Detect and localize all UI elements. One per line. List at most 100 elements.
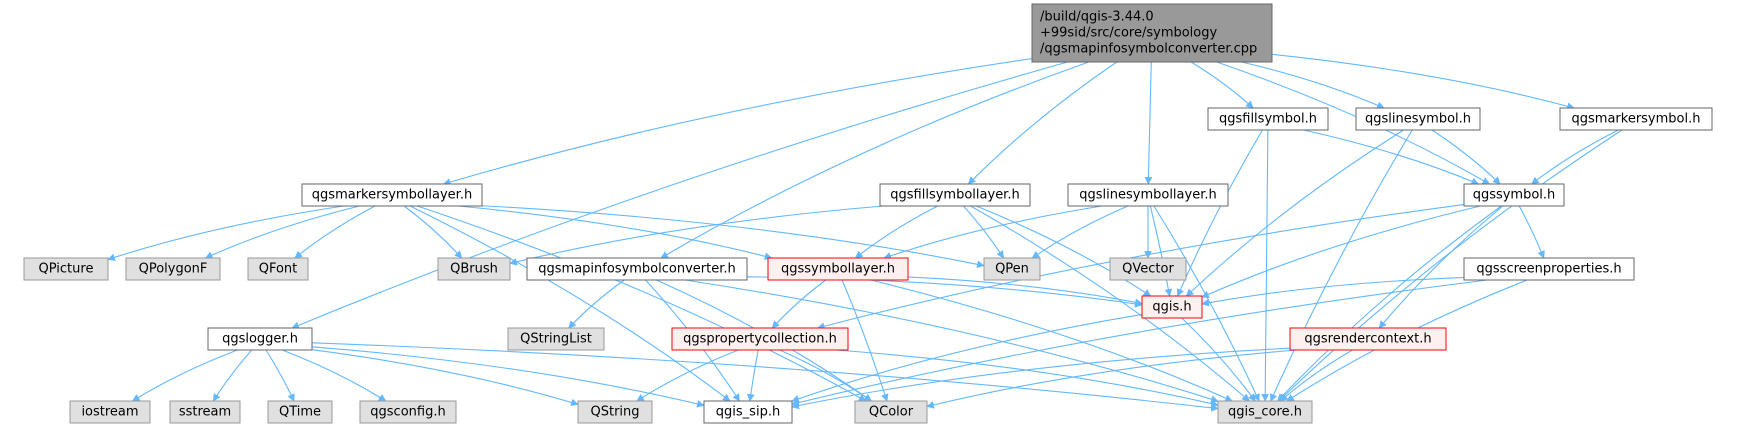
node-box xyxy=(767,257,909,281)
node-qgslinesymbol[interactable]: qgslinesymbol.h xyxy=(1355,107,1481,131)
edge-qgsrendercontext-to-QColor xyxy=(926,349,1297,409)
edge-path xyxy=(1303,129,1480,185)
edge-path xyxy=(509,205,884,266)
node-label: QBrush xyxy=(450,262,498,277)
edge-path xyxy=(791,313,1143,403)
node-qgsmapinfosymbolconverter[interactable]: qgsmapinfosymbolconverter.h xyxy=(526,257,748,281)
node-box xyxy=(301,183,483,207)
edge-qgsmapinfosymbolconverter-to-qgis_core xyxy=(685,279,1219,403)
edge-path xyxy=(212,349,253,402)
edge-path xyxy=(685,279,1219,403)
edge-qgsmarkersymbollayer-to-qgis_sip xyxy=(409,205,731,402)
node-label: qgslinesymbol.h xyxy=(1365,112,1471,127)
node-label-line: /build/qgis-3.44.0 xyxy=(1040,10,1154,25)
edge-qgslogger-to-iostream xyxy=(131,349,238,402)
node-qgis_core: qgis_core.h xyxy=(1217,400,1313,424)
node-box xyxy=(507,327,605,351)
edge-path xyxy=(442,58,1033,186)
node-qgis_sip[interactable]: qgis_sip.h xyxy=(703,400,793,424)
edge-qgsmapinfosymbolconverter-to-QStringList xyxy=(568,279,625,329)
node-QStringList: QStringList xyxy=(507,327,605,351)
edge-path xyxy=(1031,205,1128,259)
node-box xyxy=(1217,400,1313,424)
edge-path xyxy=(907,276,1143,307)
node-label: qgsscreenproperties.h xyxy=(1476,262,1621,277)
edge-qgsfillsymbollayer-to-QPen xyxy=(963,205,1004,259)
node-box xyxy=(437,257,511,281)
edge-path xyxy=(1278,129,1623,402)
edge-path xyxy=(870,279,1233,402)
node-box xyxy=(983,257,1041,281)
edge-path xyxy=(1277,205,1502,402)
edge-qgssymbollayer-to-qgis xyxy=(907,276,1143,307)
edge-path xyxy=(976,205,1152,297)
edge-path xyxy=(841,279,889,402)
node-qgslinesymbollayer[interactable]: qgslinesymbollayer.h xyxy=(1067,183,1229,207)
edge-qgslinesymbollayer-to-qgssymbollayer xyxy=(883,205,1103,260)
edge-qgssymbollayer-to-QColor xyxy=(841,279,889,402)
node-box xyxy=(1109,257,1187,281)
edge-layer xyxy=(107,53,1623,412)
node-qgssymbol[interactable]: qgssymbol.h xyxy=(1463,183,1565,207)
node-qgsmarkersymbollayer[interactable]: qgsmarkersymbollayer.h xyxy=(301,183,483,207)
node-QPolygonF: QPolygonF xyxy=(125,257,221,281)
edge-qgsfillsymbol-to-qgssymbol xyxy=(1303,129,1480,185)
node-qgsfillsymbol[interactable]: qgsfillsymbol.h xyxy=(1207,107,1329,131)
node-QVector: QVector xyxy=(1109,257,1187,281)
edge-path xyxy=(967,61,1118,185)
node-QPen: QPen xyxy=(983,257,1041,281)
node-label: QTime xyxy=(279,405,321,420)
node-box xyxy=(23,257,109,281)
edge-path xyxy=(636,349,739,402)
node-qgsscreenproperties[interactable]: qgsscreenproperties.h xyxy=(1463,257,1635,281)
edge-path xyxy=(1201,277,1465,307)
edge-path xyxy=(1181,317,1256,402)
node-qgsfillsymbollayer[interactable]: qgsfillsymbollayer.h xyxy=(879,183,1031,207)
node-root[interactable]: /build/qgis-3.44.0+99sid/src/core/symbol… xyxy=(1031,3,1273,63)
edge-path xyxy=(131,349,238,402)
edge-path xyxy=(1270,129,1413,402)
edge-path xyxy=(771,279,827,329)
node-label: QPolygonF xyxy=(139,262,208,277)
edge-path xyxy=(311,342,1219,412)
edge-path xyxy=(1241,61,1385,109)
node-box xyxy=(267,400,333,424)
node-qgssymbollayer[interactable]: qgssymbollayer.h xyxy=(767,257,909,281)
node-qgsrendercontext[interactable]: qgsrendercontext.h xyxy=(1289,327,1447,351)
node-label: qgsmarkersymbol.h xyxy=(1572,112,1701,127)
edge-path xyxy=(1531,129,1619,185)
node-iostream: iostream xyxy=(69,400,151,424)
node-qgspropertycollection[interactable]: qgspropertycollection.h xyxy=(671,327,849,351)
node-qgsmarkersymbol[interactable]: qgsmarkersymbol.h xyxy=(1559,107,1713,131)
edge-qgslogger-to-qgis_sip xyxy=(311,346,705,408)
edge-path xyxy=(481,205,985,269)
edge-path xyxy=(1518,205,1545,259)
node-qgis[interactable]: qgis.h xyxy=(1141,295,1203,319)
edge-path xyxy=(1185,129,1404,297)
edge-qgslinesymbol-to-qgssymbol xyxy=(1431,129,1501,185)
edge-path xyxy=(294,205,376,259)
node-label: QColor xyxy=(869,405,914,420)
node-qgsconfig: qgsconfig.h xyxy=(359,400,457,424)
edge-qgsmarkersymbollayer-to-qgssymbollayer xyxy=(458,205,773,261)
edge-qgslogger-to-qgsconfig xyxy=(282,349,387,402)
edge-path xyxy=(1378,205,1504,329)
edge-path xyxy=(417,205,867,402)
edge-qgslinesymbol-to-qgis xyxy=(1185,129,1404,297)
node-qgslogger[interactable]: qgslogger.h xyxy=(207,327,313,351)
edge-qgsfillsymbollayer-to-qgis xyxy=(976,205,1152,297)
edge-qgssymbol-to-qgis xyxy=(1201,205,1481,298)
edge-qgslogger-to-qgis_core xyxy=(311,342,1219,412)
edge-qgssymbollayer-to-qgis_core xyxy=(870,279,1233,402)
edge-qgslinesymbollayer-to-qgis_core xyxy=(1153,205,1260,402)
node-label: qgsfillsymbol.h xyxy=(1219,112,1317,127)
edge-qgslinesymbol-to-qgis_core xyxy=(1270,129,1413,402)
edge-path xyxy=(458,205,773,261)
edge-qgslinesymbollayer-to-QPen xyxy=(1031,205,1128,259)
edge-path xyxy=(568,279,625,329)
node-box xyxy=(1031,3,1273,63)
edge-path xyxy=(660,61,1089,259)
edge-root-to-qgsfillsymbol xyxy=(1190,61,1254,109)
node-box xyxy=(671,327,849,351)
edge-path xyxy=(403,205,463,259)
